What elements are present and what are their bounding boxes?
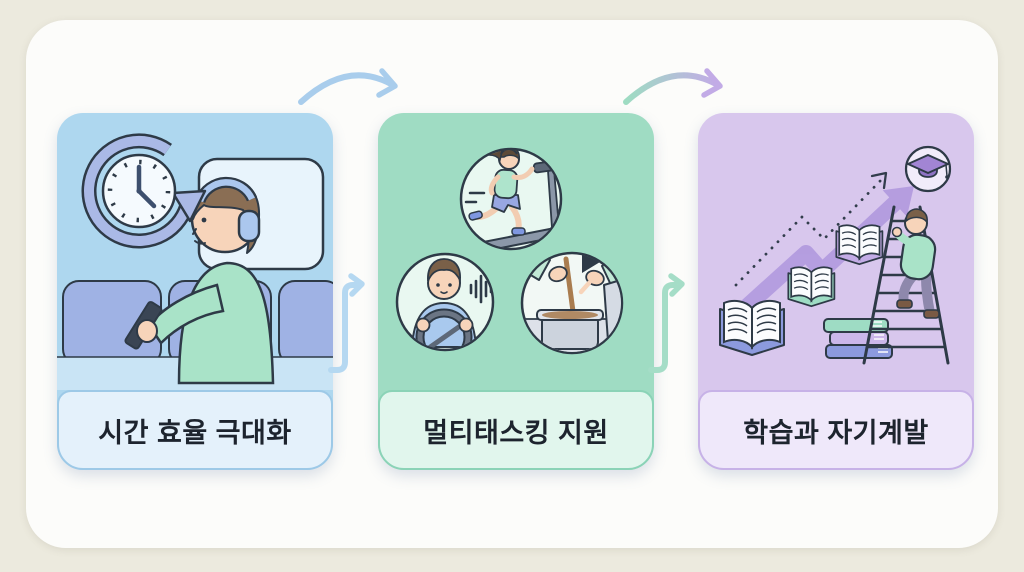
- card-time-label-band: 시간 효율 극대화: [57, 390, 333, 470]
- card-multitasking-label: 멀티태스킹 지원: [423, 417, 609, 448]
- ladder-climber-icon: [862, 205, 950, 365]
- card-multitasking-illustration: [378, 113, 654, 390]
- driver-audio-icon: [395, 252, 495, 352]
- card-learning-growth: 학습과 자기계발: [698, 113, 974, 470]
- open-book-icon: [835, 224, 884, 266]
- open-book-icon: [787, 266, 836, 308]
- book-stack-icon: [823, 318, 893, 359]
- card-learning-illustration: [698, 113, 974, 390]
- clock-history-icon: [81, 133, 207, 249]
- card-multitasking-label-band: 멀티태스킹 지원: [378, 390, 654, 470]
- card-time-label: 시간 효율 극대화: [98, 417, 292, 448]
- card-learning-label: 학습과 자기계발: [743, 417, 929, 448]
- graduation-cap-icon: [904, 145, 952, 193]
- cooking-with-tablet-icon: [520, 251, 624, 355]
- climbing-person: [891, 208, 940, 319]
- card-time-efficiency: 시간 효율 극대화: [57, 113, 333, 470]
- card-multitasking: 멀티태스킹 지원: [378, 113, 654, 470]
- treadmill-runner-icon: [459, 147, 563, 251]
- open-book-icon: [719, 299, 785, 356]
- card-time-illustration: [57, 113, 333, 390]
- dashed-trend-arrow-icon: [734, 171, 888, 287]
- card-learning-label-band: 학습과 자기계발: [698, 390, 974, 470]
